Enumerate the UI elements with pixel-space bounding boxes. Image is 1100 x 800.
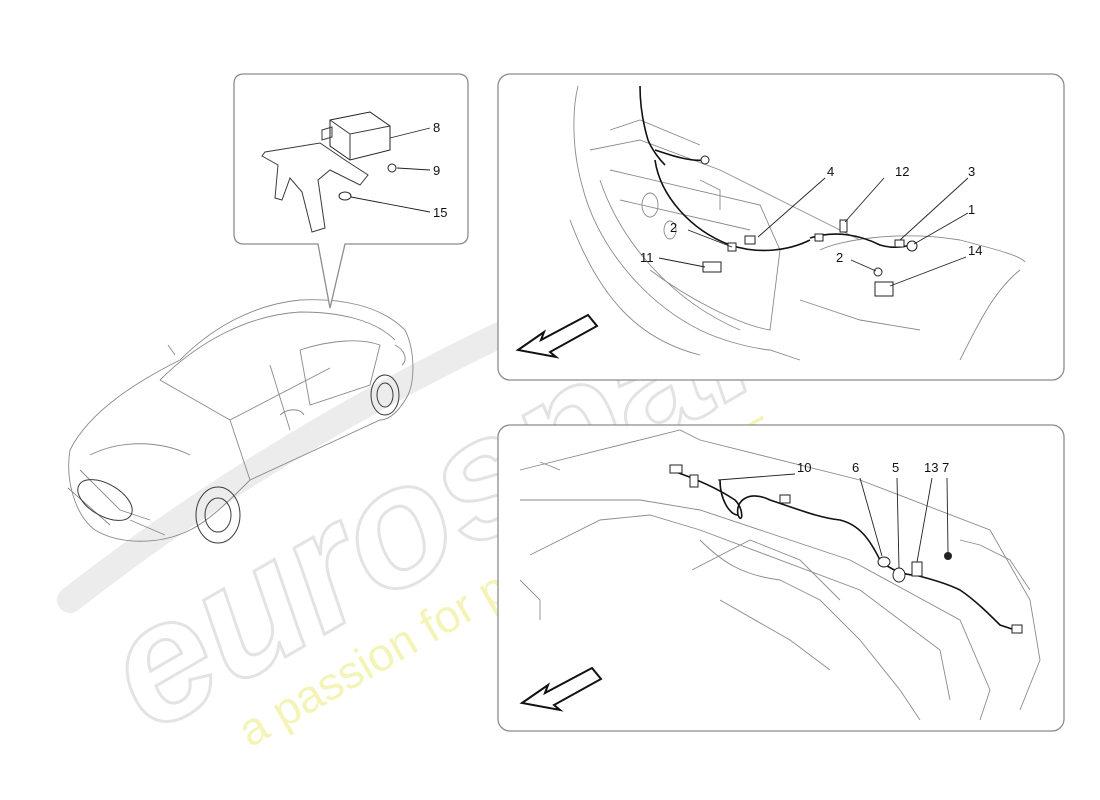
callout-13: 13 xyxy=(924,460,938,475)
callout-3: 3 xyxy=(968,164,975,179)
detail-panel-rear-bumper: 10 6 5 13 7 xyxy=(497,424,1065,732)
callout-5: 5 xyxy=(892,460,899,475)
callout-10: 10 xyxy=(797,460,811,475)
direction-arrow-icon xyxy=(519,666,603,712)
callout-11: 11 xyxy=(640,250,654,265)
callout-2-front: 2 xyxy=(670,220,677,235)
callout-12: 12 xyxy=(895,164,909,179)
callout-8: 8 xyxy=(433,120,440,135)
callout-9: 9 xyxy=(433,163,440,178)
callout-14: 14 xyxy=(968,243,982,258)
direction-arrow-icon xyxy=(515,313,599,359)
callout-6: 6 xyxy=(852,460,859,475)
callout-15: 15 xyxy=(433,205,447,220)
detail-panel-front-bumper: 2 11 4 12 3 1 2 14 xyxy=(497,73,1065,381)
detail-panel-module: 8 9 15 xyxy=(233,73,469,309)
callout-7: 7 xyxy=(942,460,949,475)
callout-2-right: 2 xyxy=(836,250,843,265)
callout-1: 1 xyxy=(968,202,975,217)
car-illustration xyxy=(67,299,414,544)
callout-4: 4 xyxy=(827,164,834,179)
